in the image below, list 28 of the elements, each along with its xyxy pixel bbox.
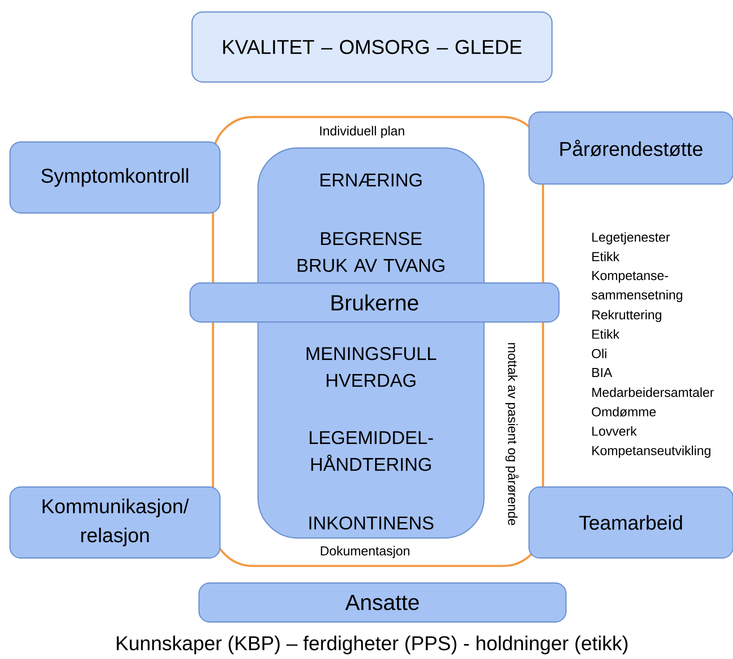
list-item: Medarbeidersamtaler (592, 387, 714, 397)
list-item: Kompetanseutvikling (592, 446, 710, 458)
list-item: Etikk (592, 252, 620, 262)
topic-text: LEGEMIDDEL- HÅNDTERING (310, 431, 433, 471)
rounded-column (257, 147, 485, 539)
frame-text: Dokumentasjon (320, 546, 410, 558)
list-item: Lovverk (592, 426, 637, 436)
list-item: BIA (592, 368, 612, 377)
rounded-box: Symptomkontroll (9, 141, 221, 214)
list-item: Kompetanse- sammensetning (592, 271, 682, 302)
frame-text: mottak av pasient og pårørende (505, 343, 519, 526)
list-item: Omdømme (592, 406, 656, 417)
caption: Kunnskaper (KBP) – ferdigheter (PPS) - holdninger (etikk) (116, 636, 628, 654)
list-item: Rekruttering (592, 310, 662, 322)
list-item: Etikk (592, 329, 620, 339)
heading-box: KVALITET – OMSORG – GLEDE (191, 11, 553, 83)
list-item: Oli (592, 348, 606, 358)
topic-text: BEGRENSE BRUK AV TVANG (298, 232, 444, 272)
rounded-box: Kommunikasjon/ relasjon (9, 486, 221, 559)
list-item: Legetjenester (592, 232, 670, 244)
topic-text: ERNÆRING (320, 173, 422, 187)
rounded-box: Teamarbeid (528, 486, 733, 559)
topic-text: MENINGSFULL HVERDAG (306, 347, 436, 387)
rounded-box: Pårørendestøtte (528, 111, 733, 185)
bar-box: Ansatte (198, 582, 567, 623)
topic-text: INKONTINENS (309, 516, 434, 530)
bar-box: Brukerne (189, 282, 560, 323)
frame-text: Individuell plan (320, 126, 404, 138)
